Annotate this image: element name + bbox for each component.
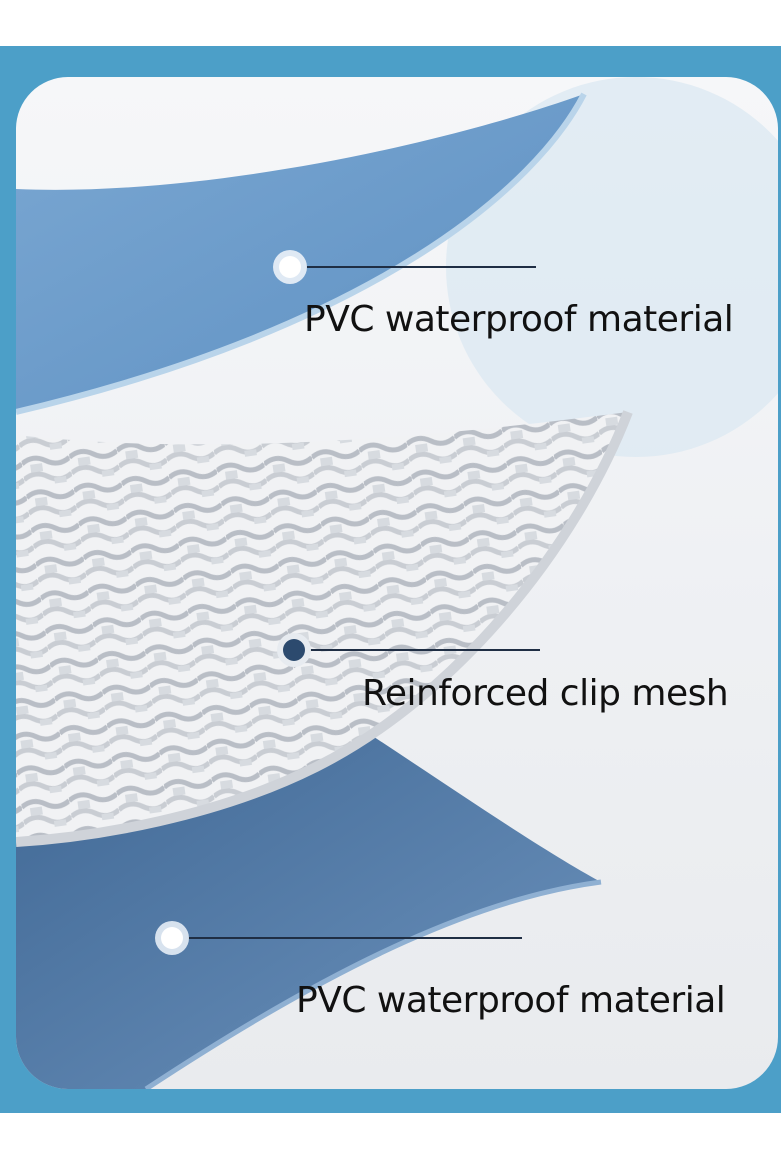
- layer-illustration: [16, 77, 778, 1089]
- callout-2-marker: [283, 639, 305, 661]
- callout-3-label: PVC waterproof material: [296, 980, 726, 1021]
- callout-1-label: PVC waterproof material: [304, 299, 734, 340]
- bottom-pvc-layer-edge: [144, 879, 602, 1089]
- backdrop-circle: [446, 77, 778, 457]
- reinforced-mesh-layer: [16, 412, 628, 842]
- reinforced-mesh-edge: [16, 410, 633, 847]
- callout-1-marker: [279, 256, 301, 278]
- top-pvc-layer-edge: [16, 92, 587, 415]
- top-pvc-layer: [16, 94, 584, 412]
- layer-illustration-panel: PVC waterproof material Reinforced clip …: [16, 77, 778, 1089]
- callout-3-marker: [161, 927, 183, 949]
- callout-2-label: Reinforced clip mesh: [362, 673, 729, 714]
